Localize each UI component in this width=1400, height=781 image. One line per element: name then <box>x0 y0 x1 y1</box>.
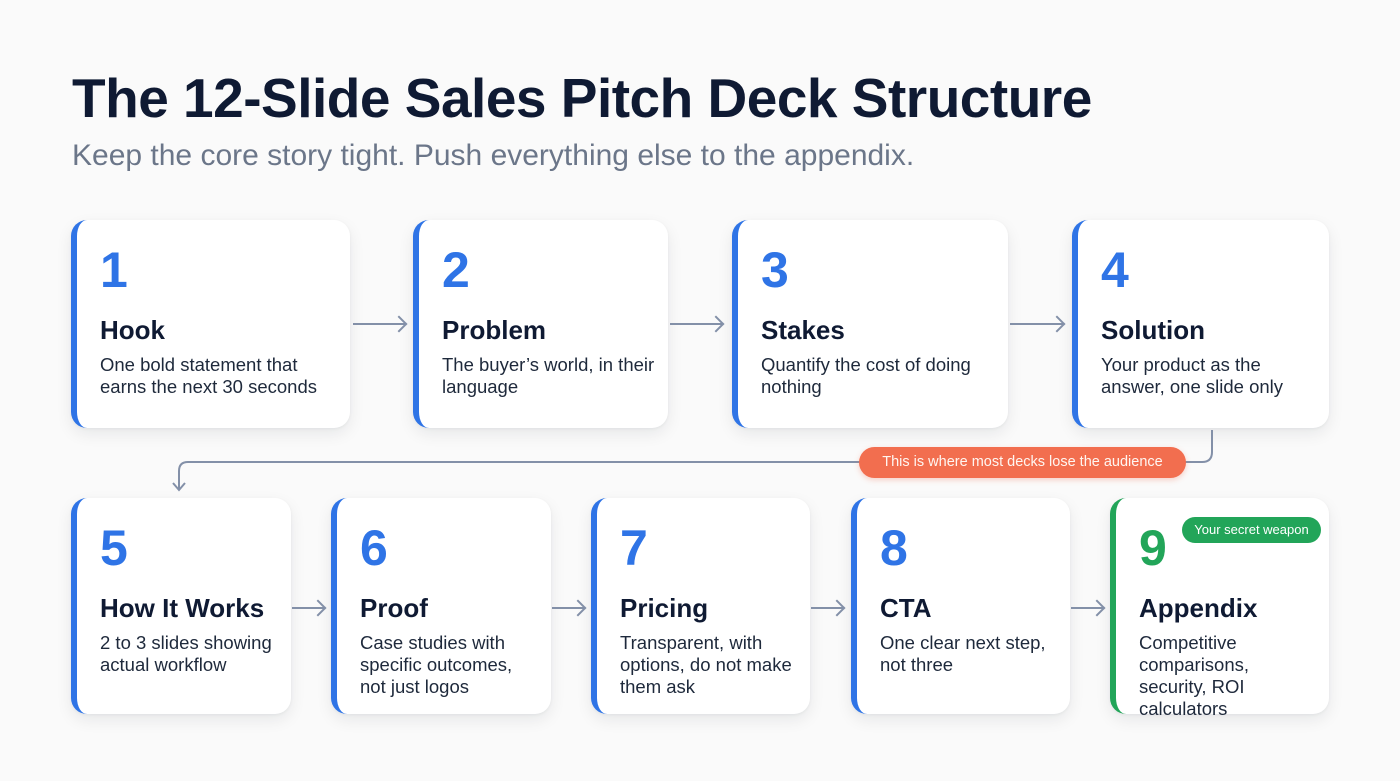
arrow-right-icon <box>670 315 725 333</box>
arrow-right-icon <box>1010 315 1066 333</box>
step-name: Solution <box>1101 315 1205 345</box>
step-number: 4 <box>1101 242 1129 298</box>
step-description: One clear next step, not three <box>880 632 1046 675</box>
step-description: Competitive comparisons, security, ROI c… <box>1139 632 1250 719</box>
step-description: Quantify the cost of doing nothing <box>761 354 971 397</box>
arrow-right-icon <box>1071 599 1106 617</box>
step-number: 8 <box>880 520 908 576</box>
step-name: How It Works <box>100 593 265 623</box>
step-card-hook: 1 Hook One bold statement that earns the… <box>71 220 350 428</box>
step-name: Stakes <box>761 315 845 345</box>
step-name: Hook <box>100 315 165 345</box>
step-number: 7 <box>620 520 648 576</box>
arrow-right-icon <box>292 599 327 617</box>
step-card-how-it-works: 5 How It Works 2 to 3 slides showing act… <box>71 498 291 714</box>
arrow-right-icon <box>353 315 408 333</box>
step-number: 2 <box>442 242 470 298</box>
step-name: Problem <box>442 315 547 345</box>
step-card-proof: 6 Proof Case studies with specific outco… <box>331 498 551 714</box>
step-card-solution: 4 Solution Your product as the answer, o… <box>1072 220 1329 428</box>
step-name: Appendix <box>1139 593 1258 623</box>
arrow-right-icon <box>811 599 846 617</box>
step-number: 5 <box>100 520 128 576</box>
page-subtitle: Keep the core story tight. Push everythi… <box>72 139 915 172</box>
page-title: The 12-Slide Sales Pitch Deck Structure <box>72 67 1092 129</box>
step-description: Case studies with specific outcomes, not… <box>360 632 513 697</box>
step-name: Proof <box>360 593 428 623</box>
step-description: The buyer’s world, in their language <box>442 354 655 397</box>
step-description: Your product as the answer, one slide on… <box>1101 354 1284 397</box>
step-number: 3 <box>761 242 789 298</box>
step-card-pricing: 7 Pricing Transparent, with options, do … <box>591 498 810 714</box>
step-description: 2 to 3 slides showing actual workflow <box>100 632 272 675</box>
secret-weapon-badge: Your secret weapon <box>1182 517 1321 543</box>
step-number: 9 <box>1139 520 1167 576</box>
step-name: CTA <box>880 593 932 623</box>
step-number: 1 <box>100 242 128 298</box>
arrow-right-icon <box>552 599 587 617</box>
step-card-problem: 2 Problem The buyer’s world, in their la… <box>413 220 668 428</box>
step-card-stakes: 3 Stakes Quantify the cost of doing noth… <box>732 220 1008 428</box>
step-description: One bold statement that earns the next 3… <box>100 354 318 397</box>
step-name: Pricing <box>620 593 709 623</box>
callout-badge: This is where most decks lose the audien… <box>859 447 1186 478</box>
step-number: 6 <box>360 520 388 576</box>
step-description: Transparent, with options, do not make t… <box>620 632 792 697</box>
step-card-cta: 8 CTA One clear next step, not three <box>851 498 1070 714</box>
